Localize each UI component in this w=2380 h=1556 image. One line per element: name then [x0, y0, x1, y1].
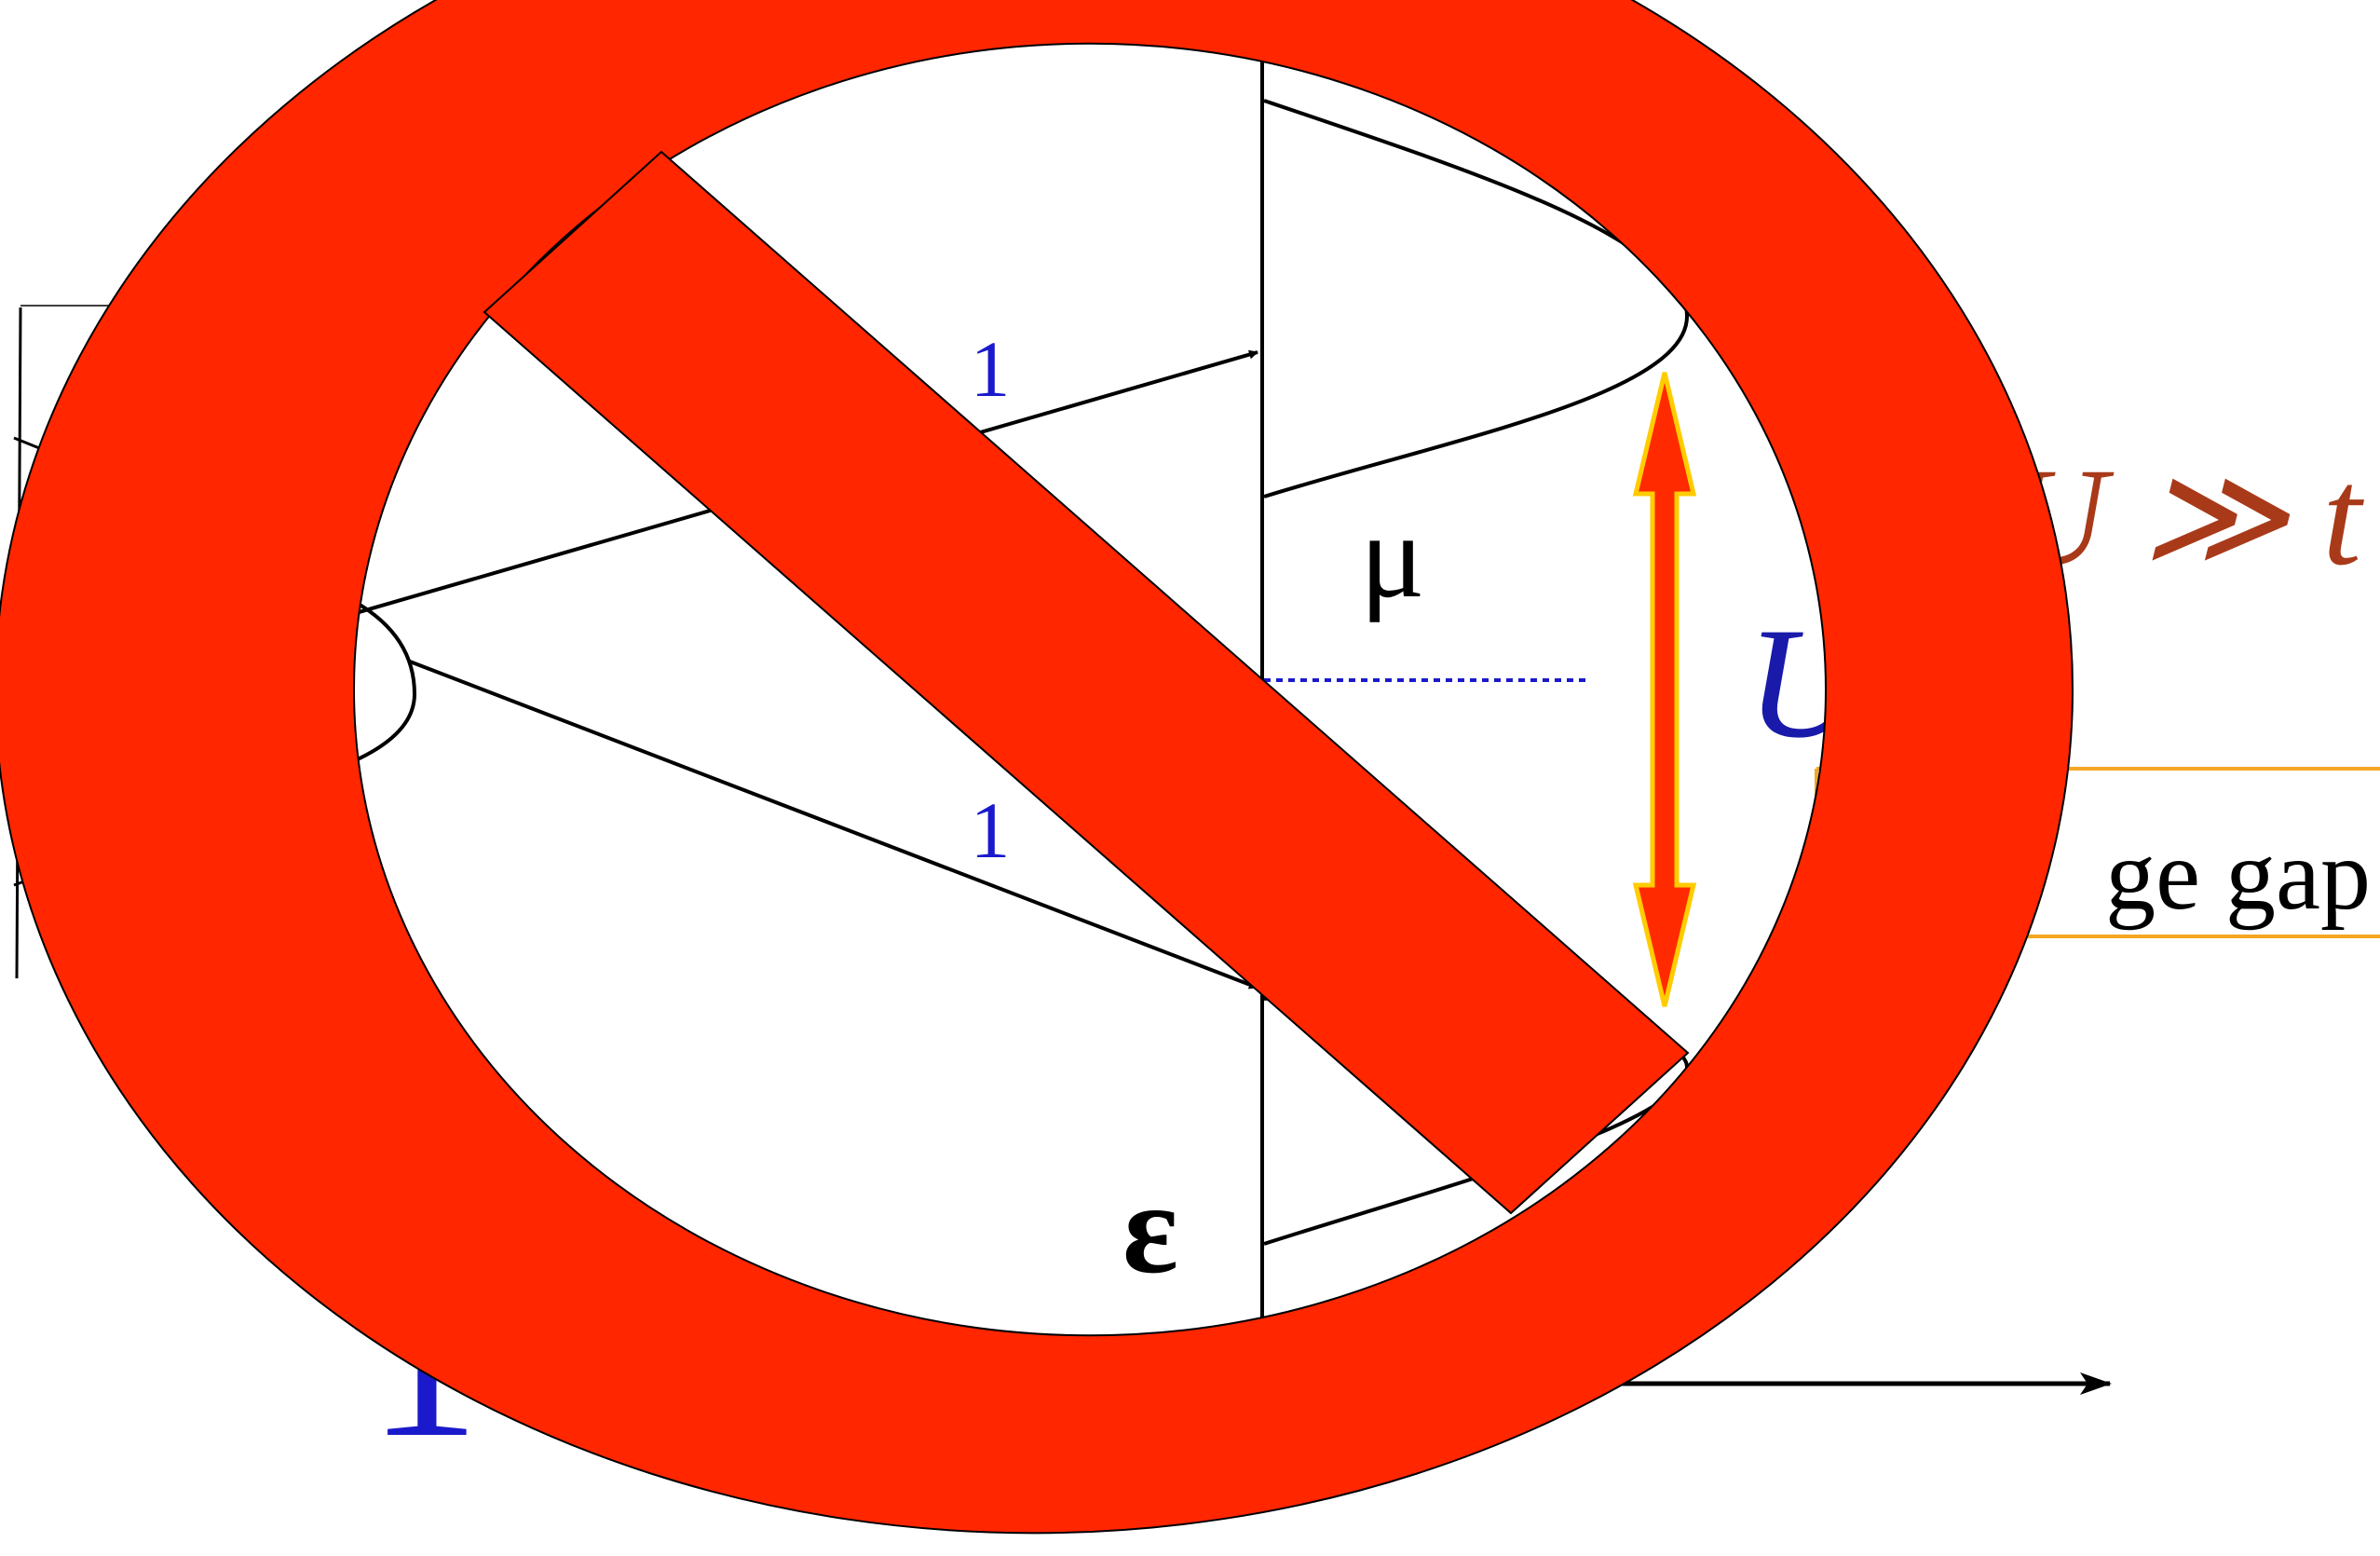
hop-label-bottom: 1 — [971, 785, 1011, 875]
epsilon-label: ε — [1122, 1156, 1178, 1301]
hop-arrow-lower — [409, 660, 1258, 990]
u-much-greater-t-label: U ≫ t — [2006, 440, 2364, 594]
mu-label: μ — [1360, 489, 1425, 623]
charge-gap-text: ge gap — [2105, 820, 2371, 931]
gap-double-arrow — [1632, 372, 1697, 1007]
left-band-tip — [334, 594, 417, 771]
prohibition-sign-icon — [0, 0, 2074, 1534]
hop-label-top: 1 — [971, 324, 1011, 414]
